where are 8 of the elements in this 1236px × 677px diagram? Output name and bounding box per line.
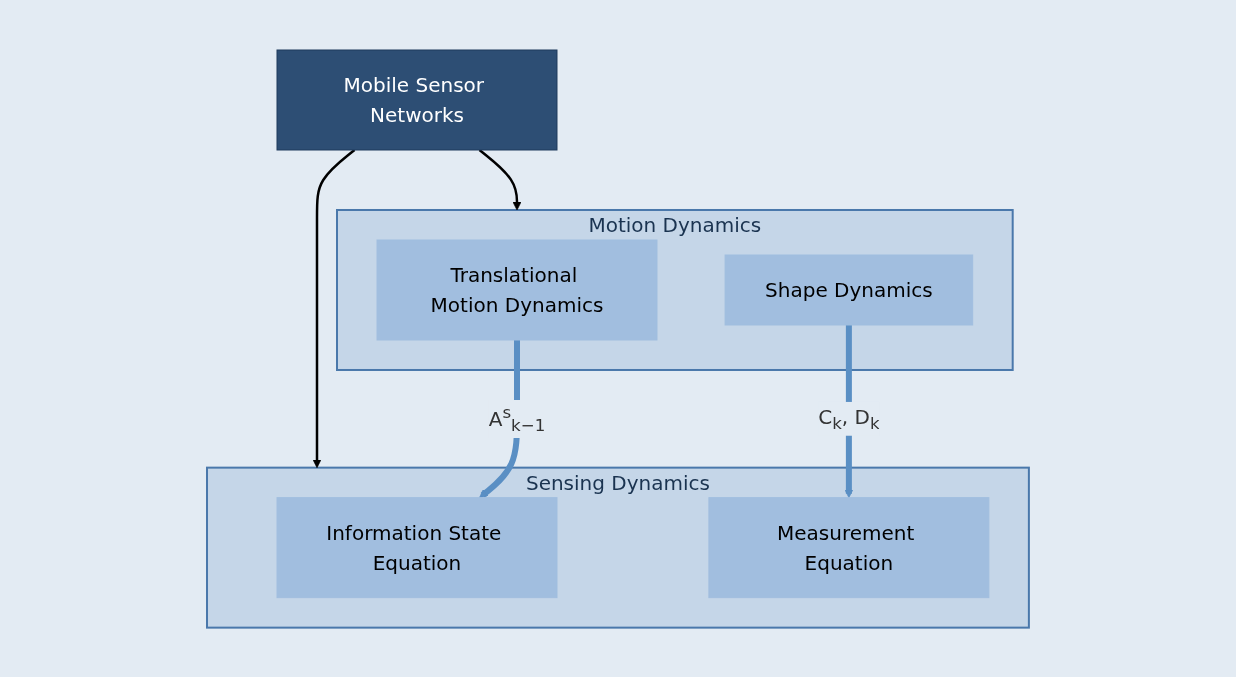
node-box: Mobile Sensor Networks xyxy=(276,49,558,151)
node-box: Measurement Equation xyxy=(708,496,990,598)
edge-label: C$_{k}$, D$_{k}$ xyxy=(818,404,880,433)
node-box: Shape Dynamics xyxy=(724,254,974,326)
node-box: Information State Equation xyxy=(276,496,558,598)
node-box: Translational Motion Dynamics xyxy=(376,239,658,341)
arrow xyxy=(312,148,356,468)
arrow xyxy=(478,148,522,211)
